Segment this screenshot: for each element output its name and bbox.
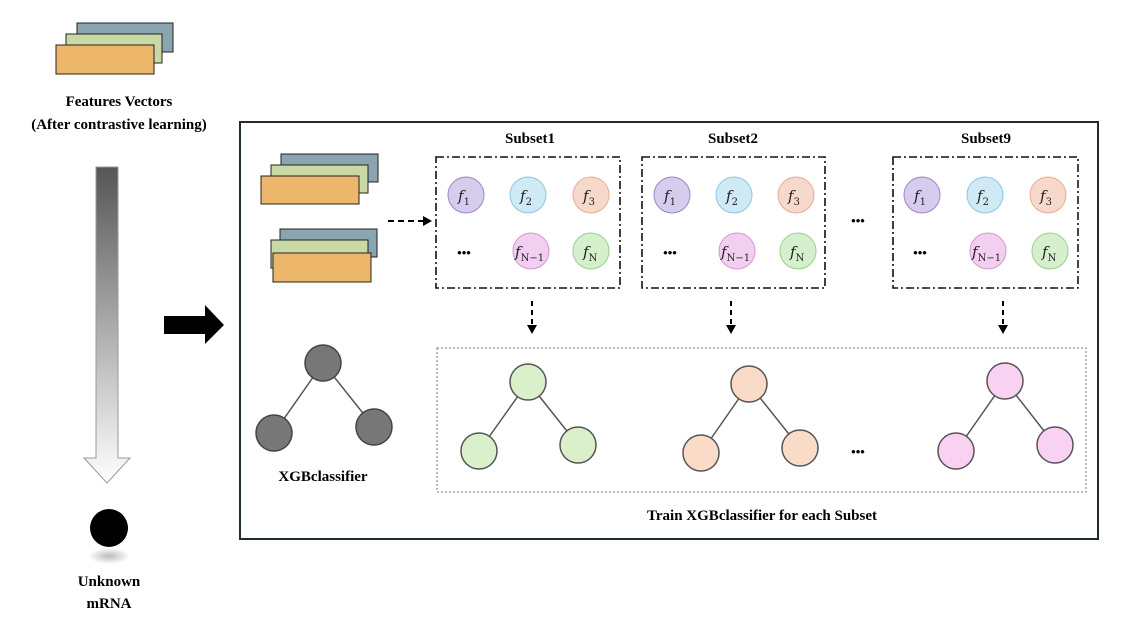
- feature-label-fn1: fN−1: [514, 243, 544, 264]
- feature-label-f1: f1: [663, 187, 676, 208]
- tree-node-right: [781, 429, 819, 467]
- feature-node-fn: [572, 232, 610, 270]
- subset-label-1: Subset1: [505, 131, 555, 147]
- subset-box-2: [641, 156, 826, 289]
- feature-stack-top: [260, 153, 379, 205]
- feature-label-fn1: fN−1: [971, 243, 1001, 264]
- feature-node-f1: [653, 176, 691, 214]
- tree-node-root: [730, 365, 768, 403]
- unknown-shadow: [88, 548, 130, 564]
- tree-node-root: [509, 363, 547, 401]
- xgb-tree-gray: [255, 344, 393, 452]
- feature-node-f2: [509, 176, 547, 214]
- tree-node-right: [559, 426, 597, 464]
- feature-label-fn: fN: [1041, 243, 1057, 264]
- subset-box-1: [435, 156, 621, 289]
- feature-label-f3: f3: [582, 187, 595, 208]
- tree-node-left: [682, 434, 720, 472]
- right-arrow: [164, 305, 224, 344]
- dashed-arrow-head: [423, 216, 432, 226]
- down-gradient-arrow: [82, 166, 132, 484]
- features-title-line2: (After contrastive learning): [31, 117, 207, 133]
- down-dashed-arrow-1: [527, 301, 537, 334]
- trained-tree-9: [937, 362, 1074, 470]
- feature-node-f1: [447, 176, 485, 214]
- tree-node-left: [460, 432, 498, 470]
- feature-label-fn: fN: [789, 243, 805, 264]
- trees-ellipsis: •••: [851, 444, 865, 459]
- feature-label-f2: f2: [519, 187, 532, 208]
- feature-node-fn1: [969, 232, 1007, 270]
- feature-node-f3: [572, 176, 610, 214]
- subset-1-ellipsis: •••: [457, 245, 471, 260]
- train-caption: Train XGBclassifier for each Subset: [647, 508, 877, 524]
- down-dashed-arrow-2: [726, 301, 736, 334]
- tree-node-left: [937, 432, 975, 470]
- xgb-label: XGBclassifier: [278, 469, 367, 485]
- tree-node-root: [986, 362, 1024, 400]
- feature-node-f2: [966, 176, 1004, 214]
- feature-node-fn1: [512, 232, 550, 270]
- tree-node-right: [1036, 426, 1074, 464]
- tree-node-right: [355, 408, 393, 446]
- tree-node-root: [304, 344, 342, 382]
- subset-label-9: Subset9: [961, 131, 1011, 147]
- feature-node-fn: [779, 232, 817, 270]
- feature-stack-left: [55, 22, 174, 75]
- feature-node-f3: [1029, 176, 1067, 214]
- feature-node-f3: [777, 176, 815, 214]
- subset-2-ellipsis: •••: [663, 245, 677, 260]
- feature-node-fn: [1031, 232, 1069, 270]
- subset-9-features: f1 f2 f3 ••• fN−1 fN: [903, 176, 1069, 270]
- feature-label-f1: f1: [913, 187, 926, 208]
- down-dashed-arrow-9: [998, 301, 1008, 334]
- subset-box-9: [892, 156, 1079, 289]
- feature-label-f2: f2: [976, 187, 989, 208]
- subset-9-ellipsis: •••: [913, 245, 927, 260]
- feature-label-f1: f1: [457, 187, 470, 208]
- subset-label-2: Subset2: [708, 131, 758, 147]
- feature-node-fn1: [718, 232, 756, 270]
- subsets-ellipsis: •••: [851, 213, 865, 228]
- unknown-mrna-dot: [90, 509, 128, 547]
- features-title-line1: Features Vectors: [66, 94, 173, 110]
- main-frame: [239, 121, 1099, 540]
- feature-node-f1: [903, 176, 941, 214]
- feature-label-f3: f3: [787, 187, 800, 208]
- feature-label-fn1: fN−1: [720, 243, 750, 264]
- trained-tree-1: [460, 363, 597, 470]
- feature-stack-bottom: [270, 228, 378, 283]
- trained-trees-box: [436, 347, 1087, 493]
- unknown-label-line1: Unknown: [78, 574, 141, 590]
- feature-label-f2: f2: [725, 187, 738, 208]
- subset-2-features: f1 f2 f3 ••• fN−1 fN: [653, 176, 817, 270]
- unknown-label-line2: mRNA: [87, 596, 132, 612]
- feature-label-f3: f3: [1039, 187, 1052, 208]
- trained-tree-2: [682, 365, 819, 472]
- tree-node-left: [255, 414, 293, 452]
- subset-1-features: f1 f2 f3 ••• fN−1 fN: [447, 176, 610, 270]
- feature-label-fn: fN: [582, 243, 598, 264]
- feature-node-f2: [715, 176, 753, 214]
